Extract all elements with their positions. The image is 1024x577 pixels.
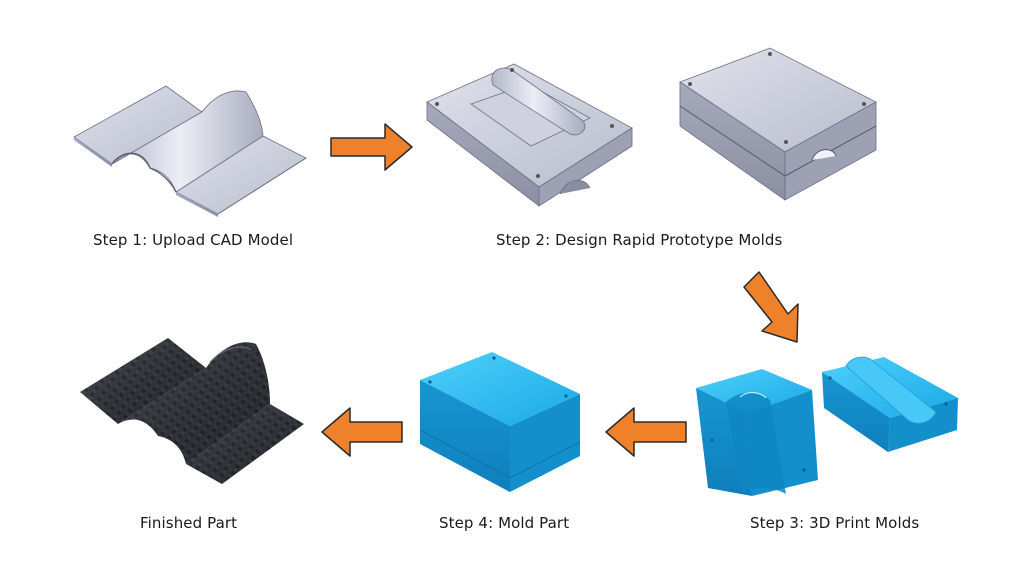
arrow-left-3 xyxy=(605,407,687,457)
finished-carbon-part-image xyxy=(80,338,304,484)
arrow-down-2 xyxy=(743,271,799,343)
caption-step-4: Step 4: Mold Part xyxy=(439,514,570,532)
caption-finished-part: Finished Part xyxy=(140,514,238,532)
arrow-right-1 xyxy=(330,123,413,171)
caption-step-3: Step 3: 3D Print Molds xyxy=(750,514,920,532)
cad-model-image xyxy=(73,85,307,217)
printed-mold-left-image xyxy=(696,369,818,496)
printed-mold-right-image xyxy=(822,356,958,452)
arrow-left-4 xyxy=(321,407,403,457)
closed-mold-block-image xyxy=(679,47,877,201)
caption-step-1: Step 1: Upload CAD Model xyxy=(93,231,294,249)
mold-design-plate-image xyxy=(426,63,633,207)
molded-block-image xyxy=(419,352,581,492)
caption-step-2: Step 2: Design Rapid Prototype Molds xyxy=(496,231,783,249)
